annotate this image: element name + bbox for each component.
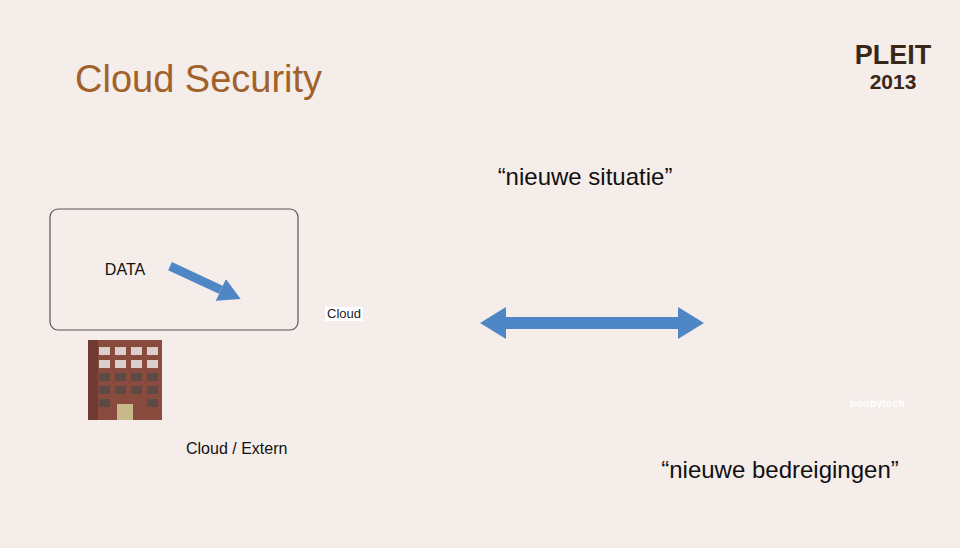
watermark-patch bbox=[834, 393, 913, 412]
window bbox=[147, 360, 158, 368]
window bbox=[115, 373, 126, 381]
window bbox=[99, 399, 110, 407]
network-servers bbox=[197, 236, 444, 382]
cloud-fill bbox=[256, 337, 334, 415]
network-server bbox=[232, 356, 268, 382]
window bbox=[115, 360, 126, 368]
window bbox=[131, 347, 142, 355]
hood-figure bbox=[778, 233, 913, 412]
network-link bbox=[407, 272, 416, 352]
window bbox=[99, 373, 110, 381]
cloud-bump bbox=[343, 216, 427, 300]
watermark-bird bbox=[838, 400, 846, 409]
cloud-fill bbox=[266, 249, 404, 387]
photo-ground bbox=[706, 225, 913, 412]
network-server bbox=[197, 245, 293, 321]
network-server bbox=[313, 236, 373, 280]
cloud-bump bbox=[265, 248, 405, 388]
data-cloud: DATA bbox=[78, 236, 172, 300]
location-label: Cloud / Extern bbox=[186, 440, 287, 458]
cloud-bump bbox=[332, 338, 408, 414]
building-shade bbox=[88, 340, 98, 420]
cloud-fill bbox=[396, 269, 474, 347]
node-text: DATA bbox=[105, 261, 145, 279]
node-text: PLEIT bbox=[855, 41, 932, 71]
window bbox=[115, 386, 126, 394]
hacker-picture-shape bbox=[706, 225, 913, 412]
network-links bbox=[245, 258, 416, 369]
window bbox=[147, 399, 158, 407]
building-door bbox=[117, 404, 133, 420]
white-mask bbox=[831, 260, 881, 334]
logo-circle bbox=[842, 19, 944, 121]
network-link bbox=[250, 357, 320, 369]
logo-badge-shape bbox=[841, 18, 945, 122]
office-building bbox=[88, 340, 162, 420]
window bbox=[115, 347, 126, 355]
mask-nose bbox=[853, 289, 859, 307]
mask-eye bbox=[840, 283, 852, 288]
laptop-screen-back bbox=[711, 313, 746, 397]
cloud-fill bbox=[333, 339, 407, 413]
window bbox=[99, 360, 110, 368]
cloud-bump bbox=[395, 268, 475, 348]
node-text: boobytech bbox=[849, 397, 905, 409]
cloud-bump bbox=[190, 238, 290, 338]
cloud-bump bbox=[255, 336, 335, 416]
window bbox=[147, 373, 158, 381]
company-frame bbox=[50, 209, 298, 330]
network-link bbox=[245, 283, 250, 369]
hood-edge bbox=[818, 248, 894, 348]
mask-mouth bbox=[848, 319, 864, 321]
window bbox=[131, 386, 142, 394]
situation-caption: “nieuwe situatie” bbox=[498, 163, 673, 191]
data-cloud-fill bbox=[83, 240, 169, 298]
cloud-bump bbox=[190, 308, 280, 398]
cloud-fill bbox=[191, 239, 289, 337]
mask-eye bbox=[861, 283, 873, 288]
arrow-connector bbox=[506, 317, 678, 329]
logo-tail bbox=[901, 110, 931, 142]
window bbox=[147, 386, 158, 394]
cloud-bump bbox=[390, 321, 470, 401]
laptop-keyboard bbox=[714, 387, 856, 412]
cloud-network: Cloud bbox=[185, 213, 478, 418]
cloud-fill bbox=[344, 217, 426, 299]
cloud-fill bbox=[191, 309, 279, 397]
building-windows bbox=[99, 347, 158, 368]
node-text: 2013 bbox=[870, 70, 917, 93]
laptop-screen bbox=[716, 319, 742, 389]
arrow-connector bbox=[170, 266, 221, 290]
cloud-fill bbox=[271, 217, 359, 305]
threat-caption: “nieuwe bedreigingen” bbox=[661, 456, 899, 484]
network-server bbox=[374, 330, 440, 374]
cloud-fill bbox=[391, 322, 469, 400]
window bbox=[131, 373, 142, 381]
building-body bbox=[88, 340, 162, 420]
network-link bbox=[320, 352, 407, 357]
network-cloud-fill bbox=[191, 217, 474, 415]
data-cloud-outline bbox=[82, 239, 170, 299]
window bbox=[147, 347, 158, 355]
network-link bbox=[343, 258, 416, 272]
logo-badge: PLEIT2013 bbox=[841, 18, 945, 122]
cloud-bump bbox=[270, 216, 360, 306]
network-link bbox=[245, 283, 320, 357]
network-server bbox=[388, 252, 444, 292]
hacker-picture: boobytech bbox=[706, 225, 913, 412]
window bbox=[99, 347, 110, 355]
network-cloud-outline bbox=[190, 216, 475, 416]
network-server bbox=[287, 335, 353, 379]
hand bbox=[768, 377, 808, 393]
window bbox=[131, 360, 142, 368]
window bbox=[99, 386, 110, 394]
node-text: Cloud bbox=[325, 307, 363, 321]
building-windows bbox=[99, 373, 158, 407]
hand bbox=[800, 383, 836, 397]
slide-title: Cloud Security bbox=[75, 58, 322, 102]
